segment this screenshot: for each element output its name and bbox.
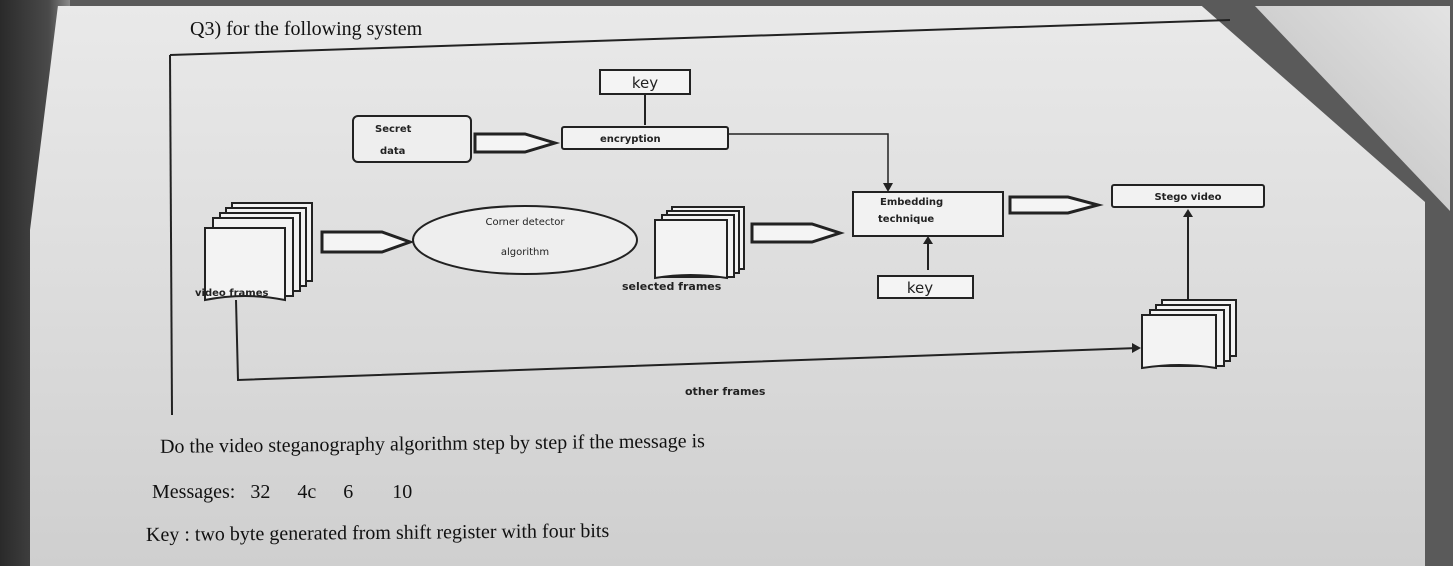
video-frames-stack xyxy=(204,202,313,302)
corner-label-2: algorithm xyxy=(501,247,549,258)
key-top-box: key xyxy=(599,69,691,95)
frame-top-line xyxy=(169,19,1231,56)
message-value-4: 10 xyxy=(392,481,413,503)
secret-label-1: Secret xyxy=(375,124,412,135)
stego-video-box: Stego video xyxy=(1111,184,1265,208)
key-top-label: key xyxy=(632,74,658,92)
other-frames-line xyxy=(235,299,1139,382)
embedding-technique-box: Embedding technique xyxy=(852,191,1004,237)
embedding-label-2: technique xyxy=(878,214,934,225)
arrow-secret-to-encryption xyxy=(473,132,561,154)
message-value-2: 4c xyxy=(297,481,317,503)
question-title: Q3) for the following system xyxy=(190,18,423,40)
arrowhead-key-up xyxy=(923,236,933,244)
arrowhead-other xyxy=(1132,343,1141,353)
key-bottom-box: key xyxy=(877,275,974,299)
arrow-embedding-to-stego xyxy=(1008,195,1104,215)
arrowhead-embedding xyxy=(883,183,893,192)
key-bottom-label: key xyxy=(907,279,933,297)
key-line: Key : two byte generated from shift regi… xyxy=(145,519,610,547)
stego-video-label: Stego video xyxy=(1154,192,1221,203)
corner-label-1: Corner detector xyxy=(485,217,565,228)
selected-frames-stack xyxy=(654,206,745,280)
frame-left-line xyxy=(169,54,173,416)
messages-label: Messages: xyxy=(152,481,236,503)
encryption-label: encryption xyxy=(600,134,661,145)
secret-data-box: Secret data xyxy=(352,115,472,163)
arrow-frames-to-detector xyxy=(320,230,415,254)
other-frames-label: other frames xyxy=(685,385,766,398)
selected-frames-label: selected frames xyxy=(622,280,722,293)
arrowhead-stego xyxy=(1183,209,1193,217)
message-value-1: 32 xyxy=(250,481,271,503)
corner-detector-ellipse: Corner detector algorithm xyxy=(412,205,638,275)
embedding-label-1: Embedding xyxy=(880,197,943,208)
message-value-3: 6 xyxy=(343,481,354,503)
encryption-box: encryption xyxy=(561,126,729,150)
secret-label-2: data xyxy=(380,146,405,157)
arrow-selected-to-embedding xyxy=(750,222,845,244)
encryption-to-embedding-line xyxy=(728,133,889,188)
other-frames-stack xyxy=(1141,299,1237,370)
video-frames-label: video frames xyxy=(195,288,268,299)
messages-line: Messages: 32 4c 6 10 xyxy=(152,481,412,504)
